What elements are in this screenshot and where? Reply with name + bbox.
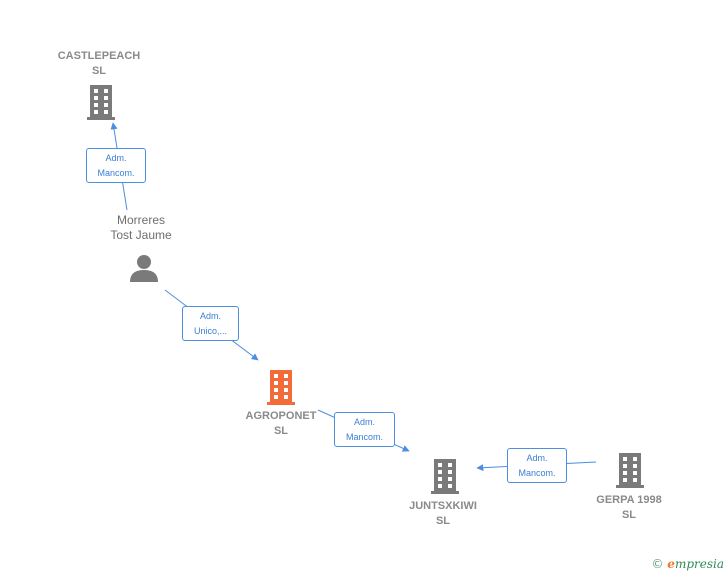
building-icon[interactable] — [430, 458, 460, 494]
node-name-line2: SL — [621, 509, 637, 521]
node-label-morreres[interactable]: Morreres Tost Jaume — [86, 213, 196, 243]
node-name-line1: GERPA 1998 — [596, 494, 662, 506]
node-label-gerpa[interactable]: GERPA 1998 SL — [570, 493, 688, 523]
node-name-line1: JUNTSXKIWI — [409, 500, 477, 512]
node-label-juntsxkiwi[interactable]: JUNTSXKIWI SL — [384, 499, 502, 529]
edge-label-line1: Adm. — [526, 453, 548, 463]
building-icon[interactable] — [615, 452, 645, 488]
edge-label-e1[interactable]: Adm. Mancom. — [86, 148, 146, 183]
edge-label-line2: Mancom. — [97, 168, 135, 178]
edge-label-line1: Adm. — [199, 311, 221, 321]
edge-label-line2: Unico,... — [193, 326, 227, 336]
brand-logo-text: mpresia — [674, 557, 724, 571]
node-name-line2: SL — [435, 515, 451, 527]
edge-label-e3[interactable]: Adm. Mancom. — [334, 412, 395, 447]
node-label-agroponet[interactable]: AGROPONET SL — [222, 409, 340, 439]
node-name-line2: SL — [91, 65, 107, 77]
brand-logo-letter: e — [667, 557, 675, 571]
edge-label-line2: Mancom. — [518, 468, 556, 478]
edge-label-line1: Adm. — [353, 417, 375, 427]
node-name-line1: CASTLEPEACH — [57, 50, 141, 62]
node-name-line1: Morreres — [116, 213, 165, 227]
brand-watermark: © empresia — [651, 557, 724, 571]
building-icon[interactable] — [266, 369, 296, 405]
node-name-line2: Tost Jaume — [110, 228, 172, 242]
copyright-icon: © — [651, 557, 664, 571]
edge-label-e4[interactable]: Adm. Mancom. — [507, 448, 567, 483]
edge-label-line2: Mancom. — [345, 432, 383, 442]
person-icon[interactable] — [129, 253, 159, 283]
edge-label-e2[interactable]: Adm. Unico,... — [182, 306, 239, 341]
node-name-line2: SL — [273, 425, 289, 437]
node-label-castlepeach[interactable]: CASTLEPEACH SL — [40, 49, 158, 79]
building-icon[interactable] — [86, 84, 116, 120]
edge-label-line1: Adm. — [105, 153, 127, 163]
node-name-line1: AGROPONET — [245, 410, 317, 422]
